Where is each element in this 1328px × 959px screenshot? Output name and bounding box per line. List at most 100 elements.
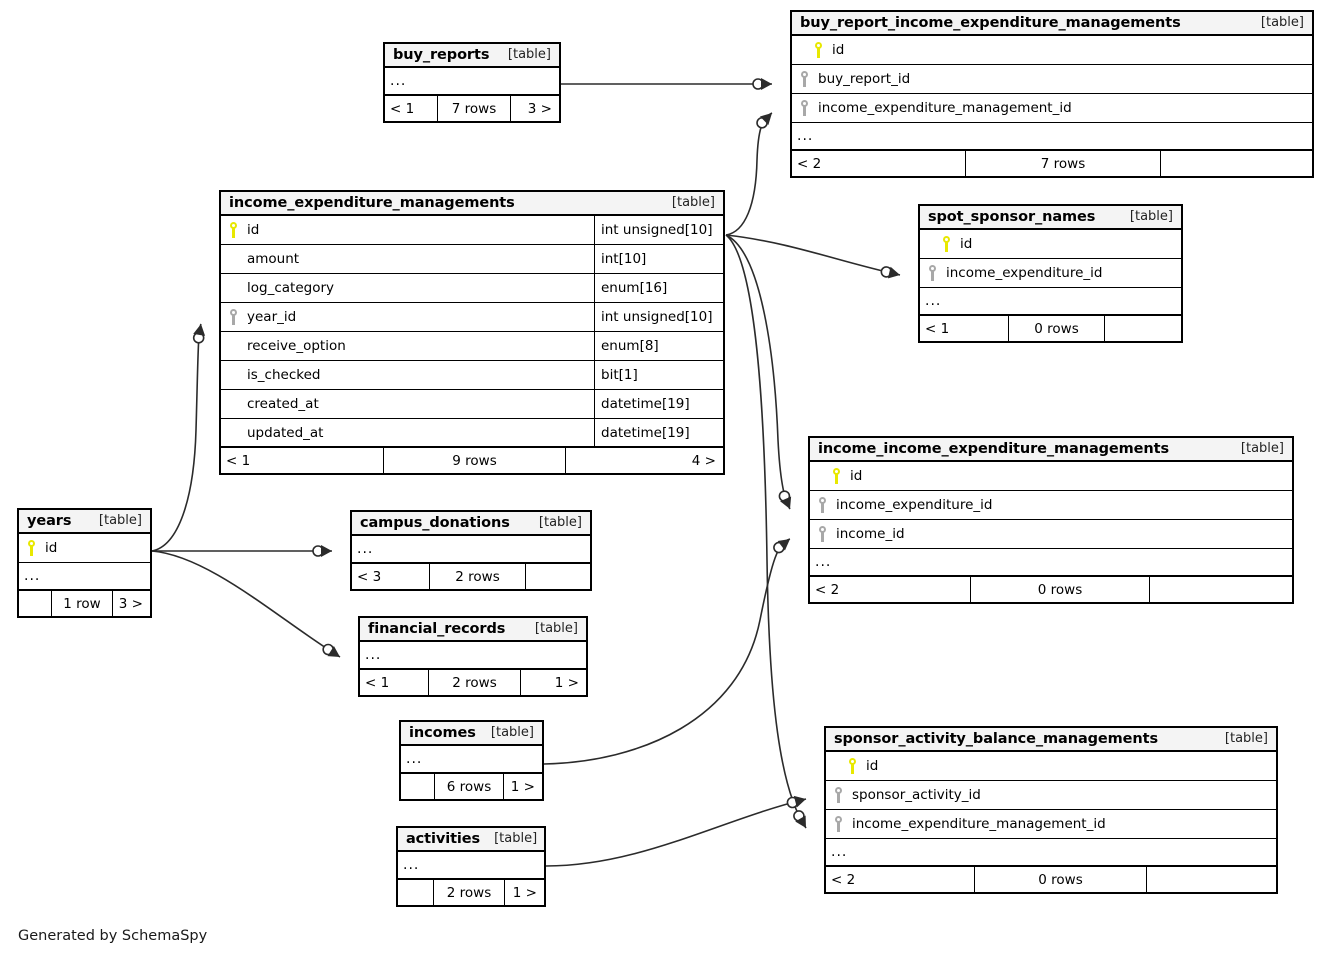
foreign-key-icon-slot bbox=[926, 264, 942, 282]
column-row[interactable]: income_expenditure_management_id bbox=[826, 810, 1276, 839]
column-name: id bbox=[850, 468, 863, 484]
column-main: id bbox=[221, 216, 594, 244]
table-header: buy_report_income_expenditure_management… bbox=[792, 12, 1312, 36]
primary-key-icon-slot bbox=[940, 235, 956, 253]
table-title: financial_records bbox=[368, 620, 506, 637]
relationship-edge bbox=[725, 234, 807, 829]
table-title: incomes bbox=[409, 724, 476, 741]
column-name: income_expenditure_id bbox=[836, 497, 993, 513]
table-income_income_expenditure_managements[interactable]: income_income_expenditure_managements[ta… bbox=[808, 436, 1294, 604]
footer-next-count[interactable] bbox=[1161, 151, 1310, 176]
foreign-key-icon bbox=[819, 526, 826, 542]
footer-next-count[interactable]: 3 > bbox=[527, 100, 552, 117]
footer-prev-count[interactable]: < 1 bbox=[365, 674, 390, 691]
footer-prev-count[interactable]: < 2 bbox=[797, 155, 822, 172]
table-kind-label: [table] bbox=[1240, 441, 1284, 456]
column-row[interactable]: id bbox=[19, 534, 150, 563]
table-buy_report_income_expenditure_managements[interactable]: buy_report_income_expenditure_management… bbox=[790, 10, 1314, 178]
table-title: years bbox=[27, 512, 72, 529]
footer-prev-count[interactable]: < 2 bbox=[815, 581, 840, 598]
column-main: income_expenditure_id bbox=[810, 491, 1292, 519]
footer-prev-count[interactable] bbox=[401, 774, 434, 799]
table-kind-label: [table] bbox=[507, 47, 551, 62]
column-row[interactable]: sponsor_activity_id bbox=[826, 781, 1276, 810]
footer-next-count[interactable] bbox=[1105, 316, 1179, 341]
hidden-columns-ellipsis: ... bbox=[792, 123, 1312, 151]
footer-prev-count[interactable] bbox=[19, 591, 51, 616]
column-name: year_id bbox=[247, 309, 297, 325]
column-row[interactable]: id bbox=[920, 230, 1181, 259]
footer-next-count[interactable]: 1 > bbox=[512, 884, 537, 901]
footer-prev-count[interactable]: < 3 bbox=[357, 568, 382, 585]
primary-key-icon-slot bbox=[25, 539, 41, 557]
table-kind-label: [table] bbox=[671, 195, 715, 210]
column-type: bit[1] bbox=[594, 361, 723, 389]
column-row[interactable]: income_id bbox=[810, 520, 1292, 549]
footer-prev-count[interactable] bbox=[398, 880, 433, 905]
key-spacer bbox=[227, 337, 243, 355]
key-spacer bbox=[227, 279, 243, 297]
relationship-optional-marker bbox=[756, 117, 768, 129]
column-row[interactable]: id bbox=[826, 752, 1276, 781]
footer-next-count[interactable]: 3 > bbox=[118, 595, 143, 612]
primary-key-icon-slot bbox=[846, 757, 862, 775]
footer-next-count[interactable] bbox=[1150, 577, 1290, 602]
table-sponsor_activity_balance_managements[interactable]: sponsor_activity_balance_managements[tab… bbox=[824, 726, 1278, 894]
column-row[interactable]: buy_report_id bbox=[792, 65, 1312, 94]
footer-next-count[interactable] bbox=[526, 564, 588, 589]
column-row[interactable]: id bbox=[792, 36, 1312, 65]
footer-prev-count[interactable]: < 1 bbox=[925, 320, 950, 337]
column-main: sponsor_activity_id bbox=[826, 781, 1276, 809]
column-name: income_id bbox=[836, 526, 905, 542]
footer-next-count[interactable]: 1 > bbox=[554, 674, 579, 691]
column-row[interactable]: income_expenditure_id bbox=[810, 491, 1292, 520]
table-header: financial_records[table] bbox=[360, 618, 586, 642]
foreign-key-icon bbox=[230, 309, 237, 325]
footer-next-count[interactable]: 1 > bbox=[510, 778, 535, 795]
column-type: datetime[19] bbox=[594, 419, 723, 446]
relationship-optional-marker bbox=[752, 78, 764, 90]
relationship-optional-marker bbox=[322, 643, 334, 656]
relationship-edge bbox=[151, 323, 202, 552]
table-header: activities[table] bbox=[398, 828, 544, 852]
column-name: income_expenditure_management_id bbox=[818, 100, 1072, 116]
hidden-columns-ellipsis: ... bbox=[385, 68, 559, 96]
column-row[interactable]: id bbox=[810, 462, 1292, 491]
footer-prev-count[interactable]: < 1 bbox=[390, 100, 415, 117]
hidden-columns-ellipsis: ... bbox=[352, 536, 590, 564]
column-row[interactable]: income_expenditure_id bbox=[920, 259, 1181, 288]
footer-next-count[interactable] bbox=[1147, 867, 1274, 892]
key-spacer bbox=[227, 250, 243, 268]
footer-prev-count[interactable]: < 1 bbox=[226, 452, 251, 469]
column-main: id bbox=[826, 752, 1276, 780]
footer-prev-count[interactable]: < 2 bbox=[831, 871, 856, 888]
foreign-key-icon-slot bbox=[227, 308, 243, 326]
column-name: sponsor_activity_id bbox=[852, 787, 981, 803]
footer-next-count[interactable]: 4 > bbox=[691, 452, 716, 469]
column-row[interactable]: income_expenditure_management_id bbox=[792, 94, 1312, 123]
relationship-arrowhead bbox=[887, 266, 900, 279]
column-name: id bbox=[247, 222, 260, 238]
primary-key-icon bbox=[230, 222, 237, 238]
